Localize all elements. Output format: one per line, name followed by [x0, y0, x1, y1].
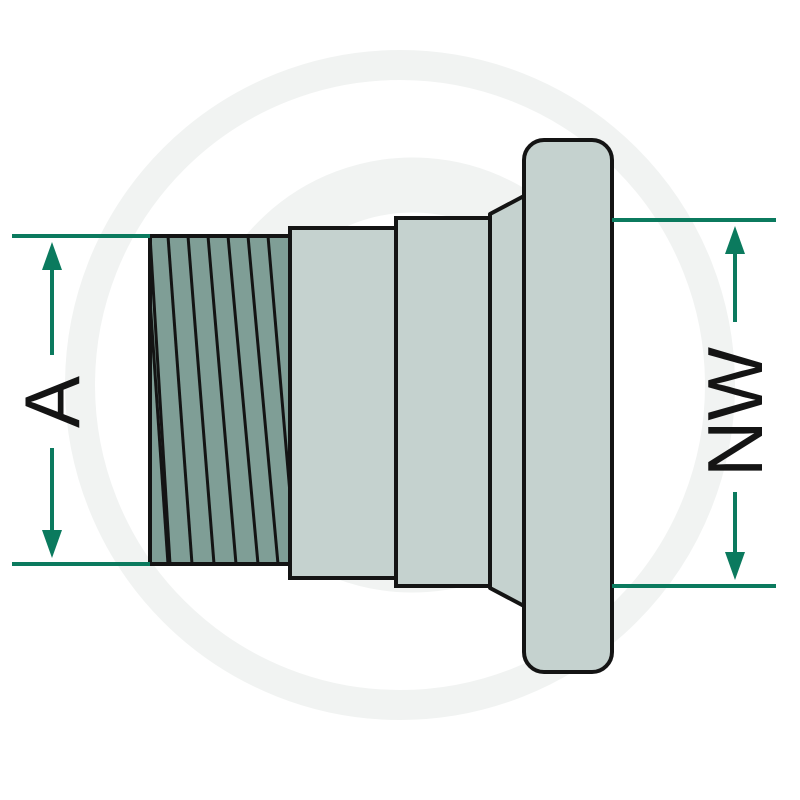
- arrow-up-icon: [42, 242, 62, 270]
- body-collar: [288, 226, 398, 580]
- dimension-nw: [612, 218, 776, 588]
- dimension-a: [12, 234, 150, 566]
- body-taper: [488, 194, 526, 608]
- dimension-a-label: A: [8, 376, 96, 428]
- body-flange: [522, 138, 614, 674]
- body-hex: [394, 216, 492, 588]
- arrow-down-icon: [725, 552, 745, 580]
- arrow-up-icon: [725, 226, 745, 254]
- dimension-nw-label: NW: [691, 347, 779, 477]
- thread-section: [148, 234, 292, 566]
- arrow-down-icon: [42, 530, 62, 558]
